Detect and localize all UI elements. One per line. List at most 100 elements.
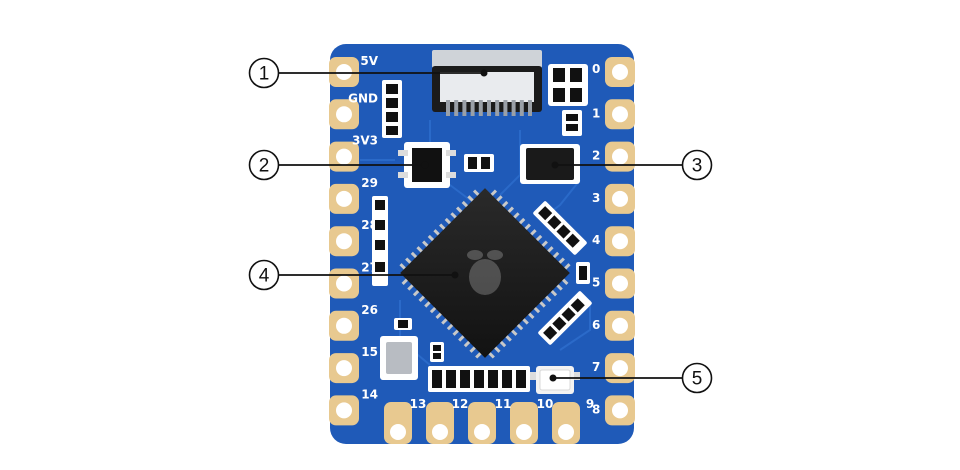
connector-pin (528, 100, 532, 116)
pin-label-right-3: 3 (592, 191, 600, 205)
mcu-pin (499, 340, 507, 348)
pad-bottom-2 (468, 402, 496, 444)
pin-label-bottom-2: 11 (495, 397, 512, 411)
mcu-pin (439, 223, 446, 230)
connector-pin (503, 100, 508, 116)
callout-circle (248, 259, 280, 291)
pin-label-left-6: 26 (361, 303, 378, 317)
bottom-resistor (474, 370, 484, 388)
callout-circle (248, 57, 280, 89)
mcu-pin (535, 234, 543, 242)
mcu-pin (505, 335, 512, 342)
pad-right-1 (605, 99, 635, 130)
castellated-pads (329, 57, 635, 444)
callout-circle (681, 362, 713, 394)
bottom-passives (428, 366, 530, 392)
connector-pin (519, 100, 524, 116)
mcu-pin (533, 306, 541, 314)
pin-label-right-4: 4 (592, 233, 600, 247)
connector-pin (454, 100, 459, 116)
callout-number: 3 (692, 156, 703, 177)
pad-right-5 (605, 268, 635, 299)
bottom-resistor (432, 370, 442, 388)
pad-right-3 (605, 183, 635, 214)
pin-label-bottom-0: 13 (410, 397, 427, 411)
bottom-resistor (488, 370, 498, 388)
callout-number: 1 (259, 64, 270, 85)
pin-label-right-7: 7 (592, 360, 600, 374)
mcu-pin (496, 195, 503, 202)
connector-pin (446, 100, 450, 116)
pad-right-6 (605, 310, 635, 341)
mcu-pin (422, 240, 429, 247)
bottom-resistor (446, 370, 456, 388)
pin-label-bottom-1: 12 (452, 397, 469, 411)
callout-number: 4 (259, 266, 270, 287)
pin-label-left-3: 29 (361, 176, 378, 190)
pad-right-0 (605, 57, 635, 87)
callout-connector: 1 (248, 57, 488, 89)
pin-label-left-8: 14 (361, 387, 378, 401)
pad-bottom-1 (426, 402, 454, 444)
mcu-pin (416, 246, 423, 253)
pad-right-8 (605, 395, 635, 426)
mcu-pin (541, 240, 548, 247)
mcu-pin (547, 246, 554, 253)
connector-pin (478, 100, 483, 116)
callout-dot (421, 161, 429, 169)
callout-dot (480, 69, 488, 77)
mcu-pin (418, 295, 425, 302)
callout-number: 5 (692, 369, 703, 390)
component-array-top-right (548, 64, 588, 136)
mcu-pin (539, 301, 546, 308)
connector-pin (462, 100, 467, 116)
pad-right-2 (605, 141, 635, 172)
pin-label-right-0: 0 (592, 62, 600, 76)
mcu-pin (412, 289, 420, 297)
mcu-pin (552, 251, 560, 259)
mcu-pin (458, 335, 465, 342)
pad-left-3 (329, 183, 359, 214)
mcu-pins (399, 189, 571, 359)
pin-label-right-5: 5 (592, 276, 600, 290)
pad-left-4 (329, 226, 359, 257)
pad-left-7 (329, 353, 359, 384)
mcu-pin (461, 200, 469, 208)
callout-circle (248, 149, 280, 181)
mcu-pin (405, 257, 412, 264)
mcu-pin (446, 323, 454, 331)
callout-circle (681, 149, 713, 181)
mcu-pin (494, 346, 501, 353)
mcu-pin (513, 212, 520, 219)
mcu-pin (488, 352, 495, 359)
mcu-pin (550, 289, 558, 297)
pin-label-bottom-4: 9 (586, 397, 594, 411)
pin-label-left-0: 5V (360, 54, 378, 68)
pad-right-4 (605, 226, 635, 257)
mcu-pin (441, 318, 448, 325)
mcu-pin (456, 206, 463, 213)
callout-flash: 3 (551, 149, 713, 181)
mcu-pin (399, 263, 406, 270)
crystal-oscillator (380, 318, 444, 380)
mcu-pin (450, 212, 457, 219)
callout-number: 2 (259, 156, 270, 177)
mcu-pin (433, 229, 440, 236)
pin-label-right-1: 1 (592, 106, 600, 120)
mcu-pin (562, 278, 569, 286)
pin-label-left-7: 15 (361, 345, 378, 359)
mcu-pin (424, 301, 431, 308)
callout-dot (551, 161, 559, 169)
mcu-pin (429, 306, 437, 314)
usb-connector (432, 50, 542, 116)
mcu-pin (463, 340, 471, 348)
mcu-pin (410, 251, 418, 259)
left-passives (372, 80, 402, 286)
pin-label-bottom-3: 10 (537, 397, 554, 411)
mcu-pin (545, 295, 552, 302)
callout-dot (549, 374, 557, 382)
pin-label-right-8: 8 (592, 402, 600, 416)
callout-regulator: 2 (248, 149, 429, 181)
pad-left-6 (329, 310, 359, 341)
